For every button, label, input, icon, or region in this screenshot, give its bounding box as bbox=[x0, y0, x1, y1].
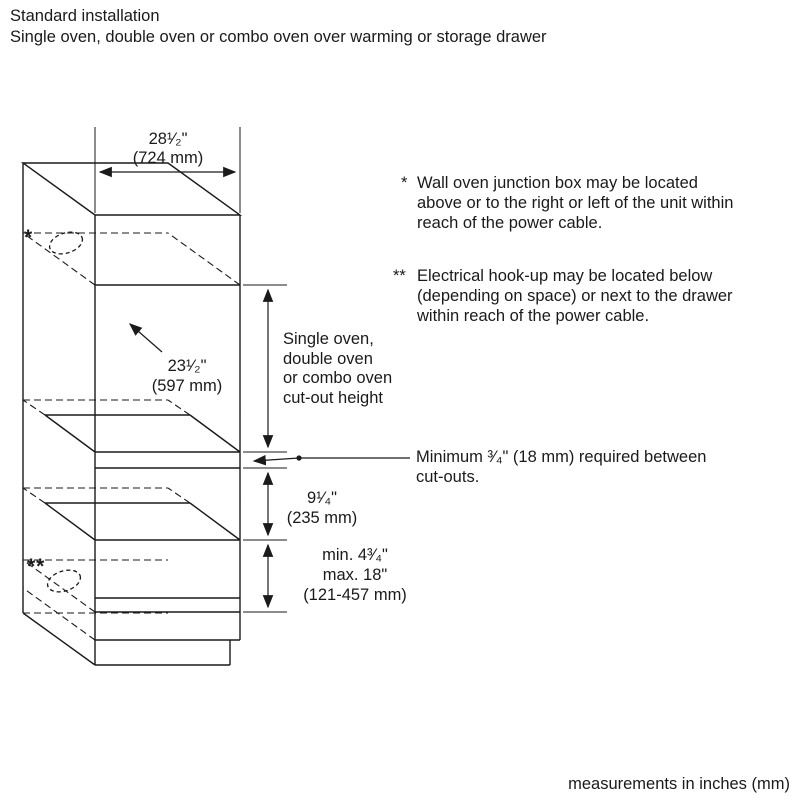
minimum-gap-note: Minimum ³⁄₄" (18 mm) required between cu… bbox=[416, 448, 707, 486]
cutout-width-inches: 23¹⁄₂" bbox=[167, 357, 207, 375]
dimension-extension-lines bbox=[94, 127, 287, 613]
drawer-height-inches: 9¹⁄₄" bbox=[306, 489, 338, 507]
drawer-height-metric: (235 mm) bbox=[286, 509, 358, 527]
cabinet-width-inches: 28¹⁄₂" bbox=[148, 130, 188, 148]
page-subtitle: Single oven, double oven or combo oven o… bbox=[10, 28, 547, 46]
electrical-note-text: Electrical hook-up may be located below … bbox=[417, 267, 733, 325]
cutout-height-label: Single oven, double oven or combo oven c… bbox=[283, 330, 393, 407]
cutout-width-metric: (597 mm) bbox=[151, 377, 223, 395]
cabinet-width-metric: (724 mm) bbox=[132, 149, 204, 167]
cabinet-hidden-edges bbox=[22, 232, 241, 641]
junction-note-marker: * bbox=[401, 174, 408, 192]
page-title: Standard installation bbox=[10, 7, 160, 25]
bottom-clearance-label: min. 4³⁄₄" max. 18" (121-457 mm) bbox=[303, 546, 407, 604]
junction-box-marker: * bbox=[24, 226, 34, 249]
electrical-hookup-marker: ** bbox=[27, 555, 46, 578]
cabinet-visible-edges bbox=[20, 162, 243, 666]
junction-note-text: Wall oven junction box may be located ab… bbox=[417, 174, 734, 232]
cutout-width-leader-arrow bbox=[129, 323, 163, 353]
electrical-hookup-box-icon bbox=[46, 569, 82, 593]
minimum-gap-leader-dot bbox=[296, 455, 302, 461]
electrical-note-marker: ** bbox=[393, 267, 406, 285]
units-note: measurements in inches (mm) bbox=[568, 775, 790, 793]
minimum-gap-leader-arrow bbox=[252, 454, 300, 466]
junction-box-icon bbox=[48, 231, 84, 255]
